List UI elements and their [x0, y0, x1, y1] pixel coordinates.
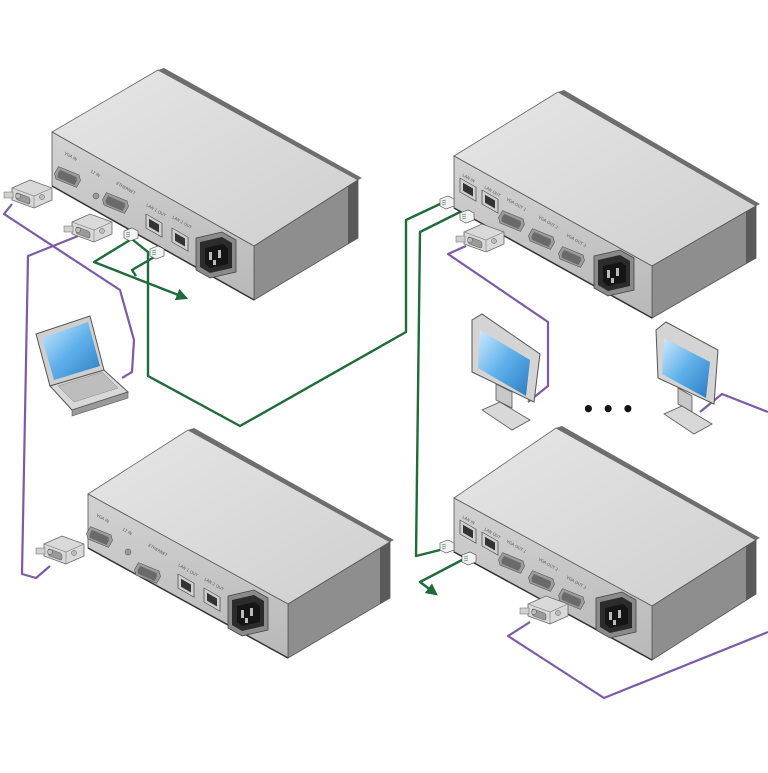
vga-cable-monitor-1	[446, 244, 550, 403]
device-bottom-left: VGA IN 12 IN ETHERNET LAN 1 OUT LAN 2 OU…	[84, 428, 394, 659]
power-inlet-icon	[593, 249, 635, 297]
lan-cable-output-2	[130, 254, 157, 277]
lan-cable-output-1	[92, 238, 189, 301]
device-bottom-right: LAN IN LAN OUT VGA OUT 1 VGA OUT 2 VGA O…	[453, 426, 760, 661]
device-top-right: LAN IN LAN OUT VGA OUT 1 VGA OUT 2 VGA O…	[453, 90, 760, 319]
vga-cable-laptop	[2, 203, 136, 379]
vga-connector-icon	[35, 535, 85, 565]
port-label: 12 IN	[122, 527, 134, 537]
laptop-icon	[35, 315, 129, 417]
network-cables	[92, 202, 463, 596]
lan-cable-to-remote	[127, 202, 441, 428]
port-label: 12 IN	[90, 169, 102, 179]
rj45-plug-icon	[461, 551, 477, 566]
power-inlet-icon	[595, 591, 637, 639]
rj45-plug-icon	[123, 227, 139, 242]
device-top-left: VGA IN 12 IN ETHERNET LAN 1 OUT LAN 2 OU…	[51, 68, 362, 301]
rj45-plug-icon	[439, 539, 455, 554]
monitor-icon	[471, 313, 541, 431]
vga-cable-monitor-2	[699, 392, 768, 414]
rj45-plug-icon	[149, 245, 165, 260]
monitor-icon	[655, 321, 719, 435]
port-label: LAN IN	[462, 515, 476, 526]
lan-cable-chain-out	[418, 558, 463, 596]
vga-cable-left-link	[20, 234, 79, 580]
port-label: LAN IN	[462, 173, 476, 184]
ellipsis-text: • • •	[582, 397, 634, 421]
power-inlet-icon	[195, 231, 237, 279]
vga-cables	[2, 203, 768, 700]
port-label: VGA IN	[64, 151, 79, 162]
port-label: VGA IN	[96, 513, 111, 524]
rj45-plug-icon	[459, 209, 475, 224]
vga-cable-monitor-3	[506, 621, 768, 700]
power-inlet-icon	[227, 589, 269, 637]
rj45-plug-icon	[439, 195, 455, 210]
lan-cable-chain	[414, 210, 461, 558]
